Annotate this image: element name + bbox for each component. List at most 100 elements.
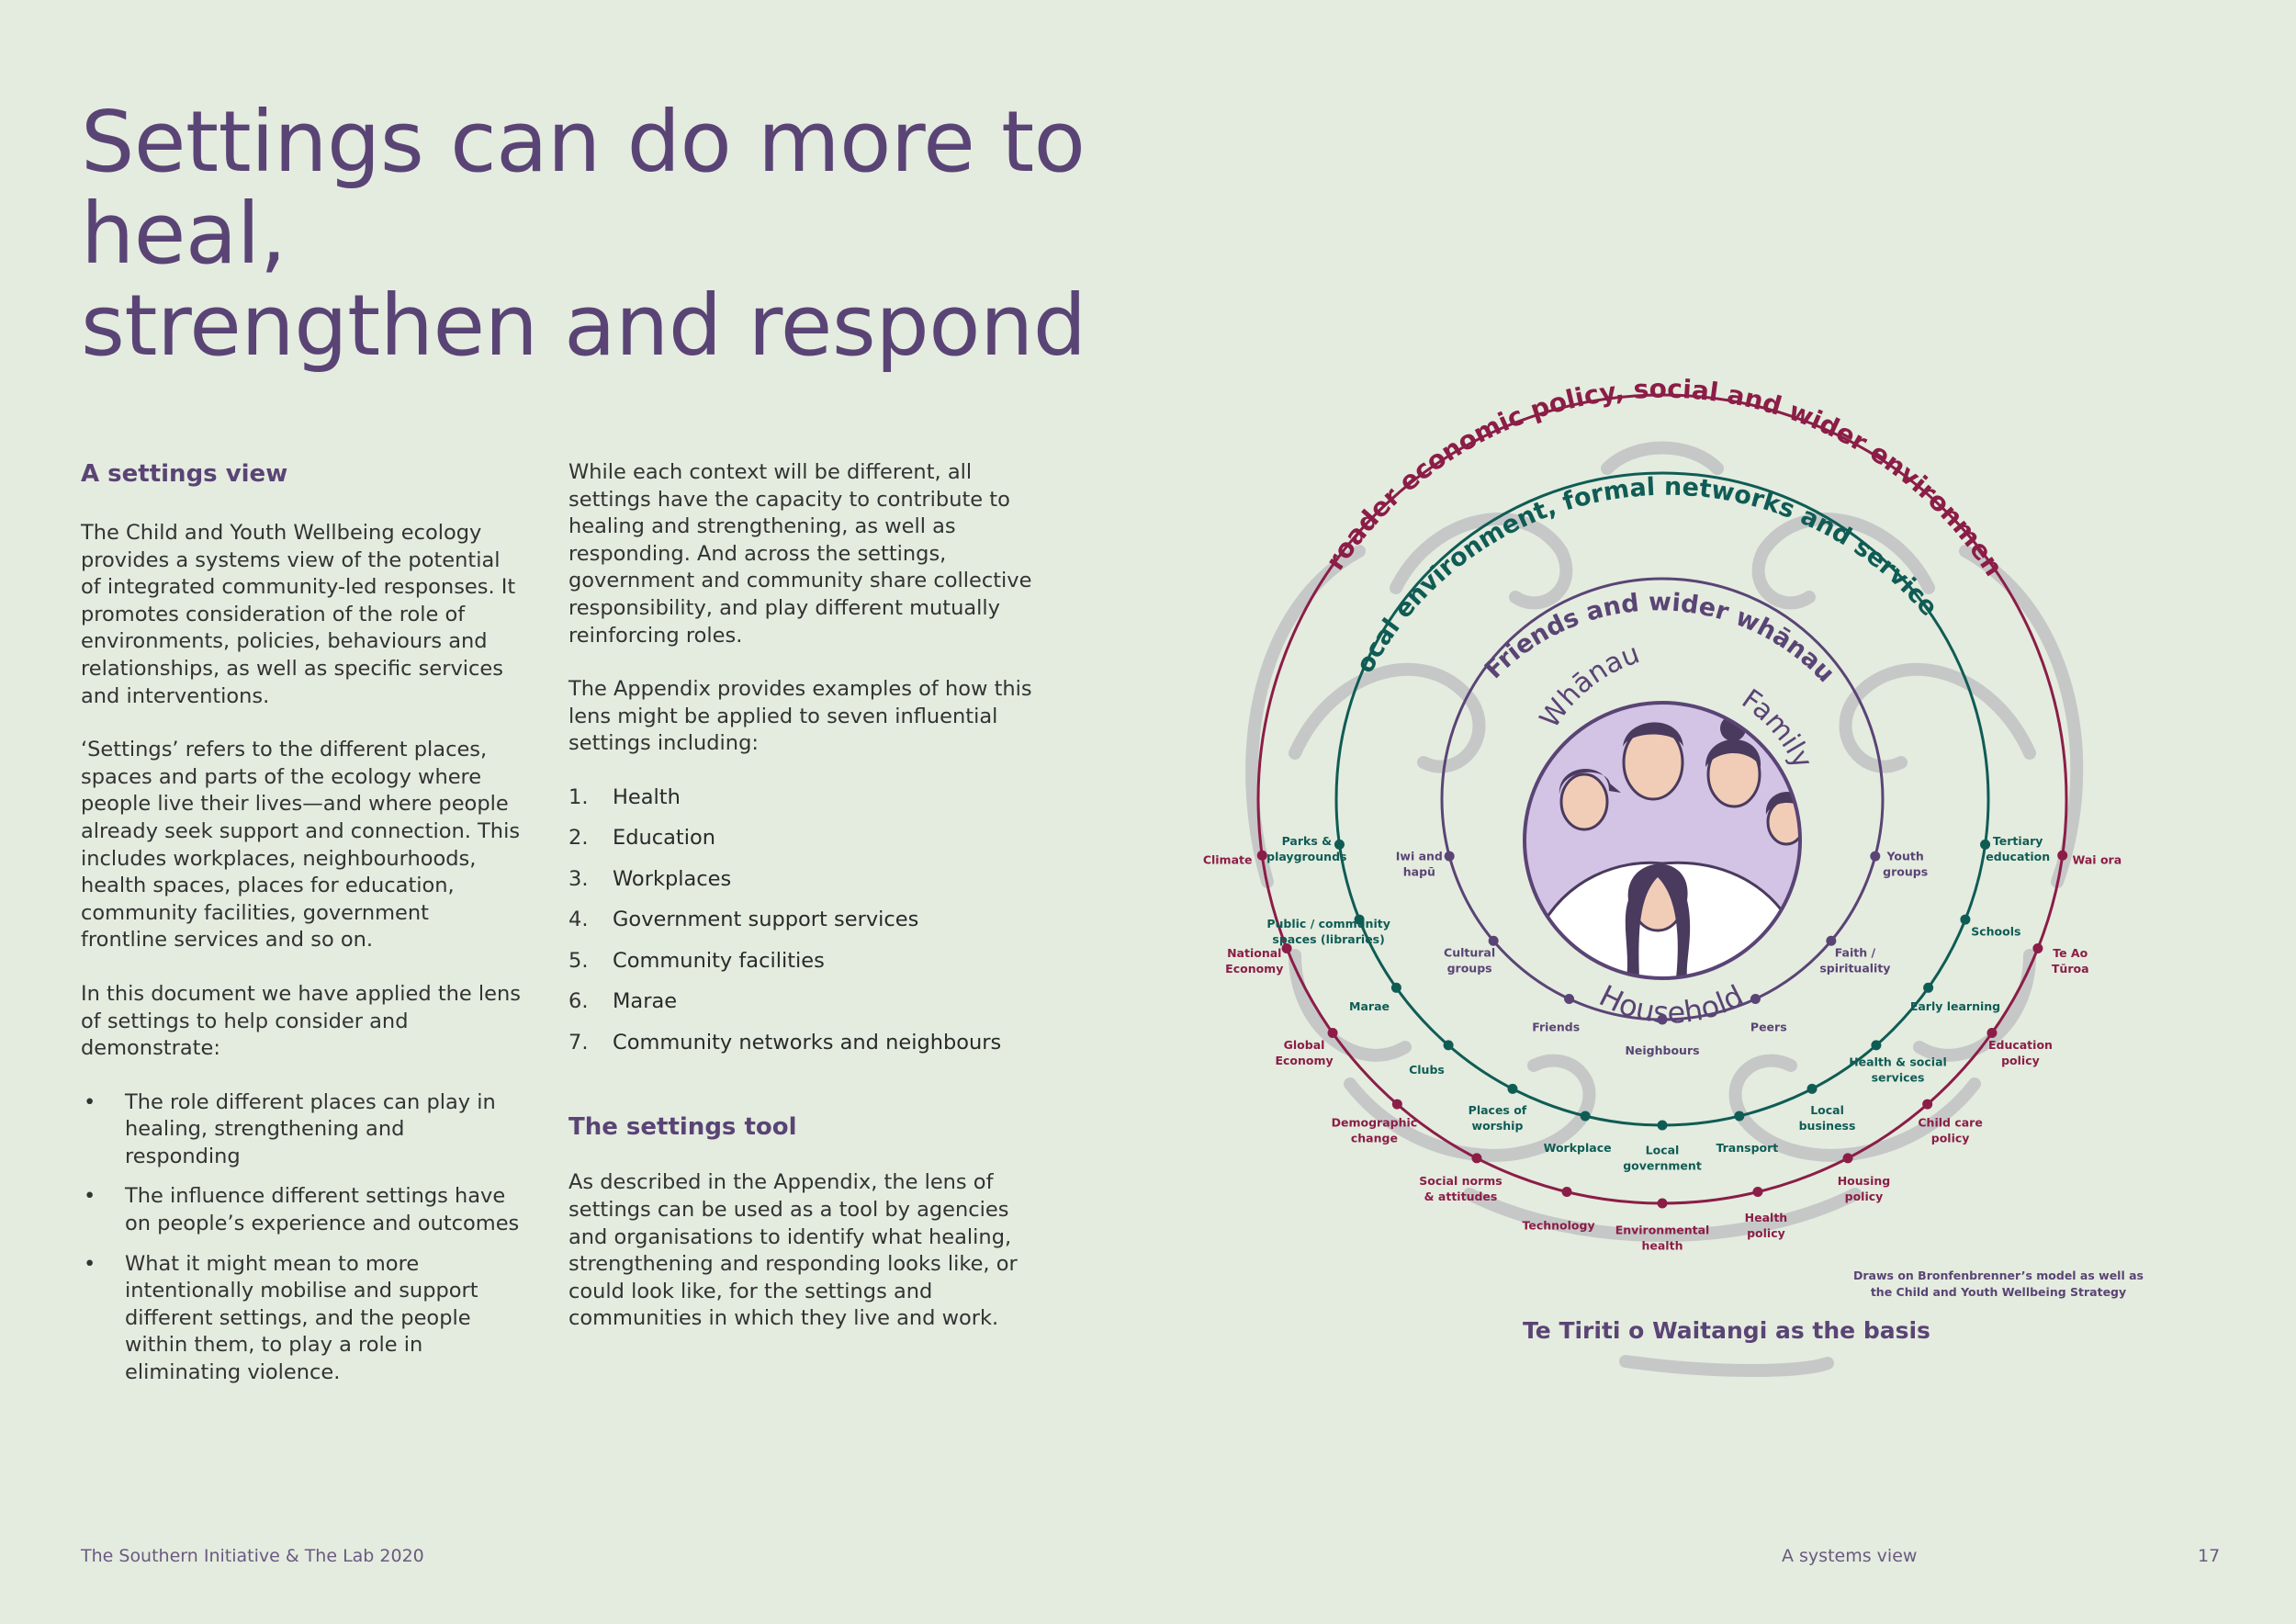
te-ao-turoa-node-dot bbox=[2032, 942, 2043, 953]
climate-label: Climate bbox=[1203, 853, 1253, 867]
local-business-node-dot bbox=[1806, 1083, 1818, 1094]
housing-policy-label-line: Housing bbox=[1838, 1174, 1891, 1188]
education-policy-node-dot bbox=[1986, 1027, 1998, 1038]
settings-tool-heading: The settings tool bbox=[568, 1113, 797, 1142]
demographic-change-node-dot bbox=[1391, 1099, 1402, 1110]
early-learning-label: Early learning bbox=[1910, 999, 2000, 1013]
friends-label: Friends bbox=[1532, 1020, 1580, 1033]
education-policy-label-line: Education bbox=[1988, 1038, 2053, 1052]
places-of-worship-node-dot bbox=[1507, 1083, 1518, 1094]
household-label: Household bbox=[1593, 978, 1749, 1031]
list-number: 7. bbox=[568, 1030, 589, 1054]
marae-node-dot bbox=[1390, 982, 1401, 993]
list-text: Workplaces bbox=[613, 866, 732, 891]
tertiary-education-label-line: Tertiary bbox=[1993, 834, 2043, 848]
housing-policy-label-line: policy bbox=[1845, 1190, 1884, 1203]
clubs-label-line: Clubs bbox=[1409, 1063, 1445, 1077]
iwi-hapu-node-dot bbox=[1444, 851, 1455, 862]
list-number: 5. bbox=[568, 948, 589, 973]
transport-label-line: Transport bbox=[1716, 1141, 1778, 1155]
transport-node-dot bbox=[1734, 1111, 1745, 1122]
ecology-diagram-svg: Broader economic policy, social and wide… bbox=[1194, 367, 2144, 1378]
global-economy-node-dot bbox=[1327, 1027, 1338, 1038]
bullet-list: •The role different places can play in h… bbox=[81, 1089, 522, 1387]
list-item: 4.Government support services bbox=[568, 907, 1037, 948]
list-item: 1. Health bbox=[568, 784, 1037, 826]
page-number: 17 bbox=[2198, 1546, 2221, 1566]
bullet-item: •The role different places can play in h… bbox=[81, 1089, 522, 1171]
footer-section: A systems view bbox=[1782, 1546, 1918, 1566]
social-norms-node-dot bbox=[1471, 1153, 1482, 1164]
social-norms-label-line: Social norms bbox=[1419, 1174, 1502, 1188]
settings-view-column: A settings view The Child and Youth Well… bbox=[81, 459, 522, 1400]
peers-label-line: Peers bbox=[1750, 1020, 1787, 1033]
places-of-worship-label-line: worship bbox=[1472, 1119, 1524, 1133]
tertiary-education-node-dot bbox=[1980, 839, 1991, 850]
faith-spirituality-label-line: Faith / bbox=[1835, 946, 1876, 960]
child-care-policy-node-dot bbox=[1922, 1099, 1933, 1110]
peers-label: Peers bbox=[1750, 1020, 1787, 1033]
global-economy-label-line: Economy bbox=[1275, 1054, 1333, 1067]
marae-label: Marae bbox=[1349, 999, 1390, 1013]
parks-playgrounds-label: Parks &playgrounds bbox=[1266, 834, 1346, 863]
source-note-line: Draws on Bronfenbrenner’s model as well … bbox=[1853, 1269, 2144, 1282]
parks-playgrounds-label-line: Parks & bbox=[1282, 834, 1333, 848]
cultural-groups-label-line: groups bbox=[1447, 962, 1492, 976]
wai-ora-label-line: Wai ora bbox=[2073, 853, 2122, 867]
local-business-label-line: Local bbox=[1810, 1103, 1844, 1117]
housing-policy-node-dot bbox=[1842, 1153, 1853, 1164]
education-policy-label-line: policy bbox=[2001, 1054, 2040, 1067]
iwi-hapu-label-line: Iwi and bbox=[1396, 849, 1443, 863]
public-community-spaces-label-line: Public / community bbox=[1266, 917, 1390, 930]
list-text: Community facilities bbox=[613, 948, 825, 973]
neighbours-label: Neighbours bbox=[1625, 1043, 1699, 1057]
list-number: 1. bbox=[568, 784, 589, 809]
neighbours-label-line: Neighbours bbox=[1625, 1043, 1699, 1057]
clubs-label: Clubs bbox=[1409, 1063, 1445, 1077]
public-community-spaces-node-dot bbox=[1354, 914, 1365, 925]
source-note-line: the Child and Youth Wellbeing Strategy bbox=[1871, 1285, 2126, 1299]
bullet-item: •The influence different settings have o… bbox=[81, 1183, 522, 1237]
climate-label-line: Climate bbox=[1203, 853, 1253, 867]
list-text: Health bbox=[613, 784, 681, 809]
marae-label-line: Marae bbox=[1349, 999, 1390, 1013]
workplace-label-line: Workplace bbox=[1544, 1141, 1612, 1155]
local-business-label: Local business bbox=[1799, 1103, 1856, 1133]
bullet-dot: • bbox=[84, 1251, 96, 1276]
list-number: 4. bbox=[568, 908, 589, 932]
settings-column-2: While each context will be different, al… bbox=[568, 459, 1037, 1359]
early-learning-node-dot bbox=[1923, 982, 1934, 993]
household-label-text: Household bbox=[1593, 978, 1749, 1031]
demographic-change-label-line: Demographic bbox=[1332, 1115, 1418, 1129]
faith-spirituality-node-dot bbox=[1826, 935, 1837, 946]
neighbours-node-dot bbox=[1657, 1014, 1668, 1025]
technology-node-dot bbox=[1561, 1187, 1572, 1198]
health-policy-label-line: Health bbox=[1745, 1211, 1788, 1224]
wai-ora-node-dot bbox=[2057, 850, 2068, 861]
local-business-label-line: business bbox=[1799, 1119, 1856, 1133]
child-care-policy-label-line: policy bbox=[1931, 1131, 1970, 1145]
paragraph: The Appendix provides examples of how th… bbox=[568, 677, 1032, 756]
te-ao-turoa-label-line: Te Ao bbox=[2053, 946, 2088, 960]
list-number: 6. bbox=[568, 989, 589, 1014]
paragraph: The Child and Youth Wellbeing ecology pr… bbox=[81, 521, 516, 708]
list-text: Education bbox=[613, 826, 716, 851]
bullet-item: •What it might mean to more intentionall… bbox=[81, 1251, 522, 1387]
list-item: 7.Community networks and neighbours bbox=[568, 1030, 1037, 1071]
environmental-health-label-line: Environmental bbox=[1615, 1224, 1710, 1237]
local-government-label-line: Local bbox=[1646, 1144, 1680, 1157]
health-social-services-node-dot bbox=[1871, 1040, 1882, 1051]
list-number: 3. bbox=[568, 866, 589, 891]
health-social-services-label-line: services bbox=[1872, 1071, 1925, 1085]
paragraph: As described in the Appendix, the lens o… bbox=[568, 1170, 1018, 1331]
koru-motif bbox=[1245, 441, 2084, 1378]
schools-label-line: Schools bbox=[1971, 924, 2020, 938]
